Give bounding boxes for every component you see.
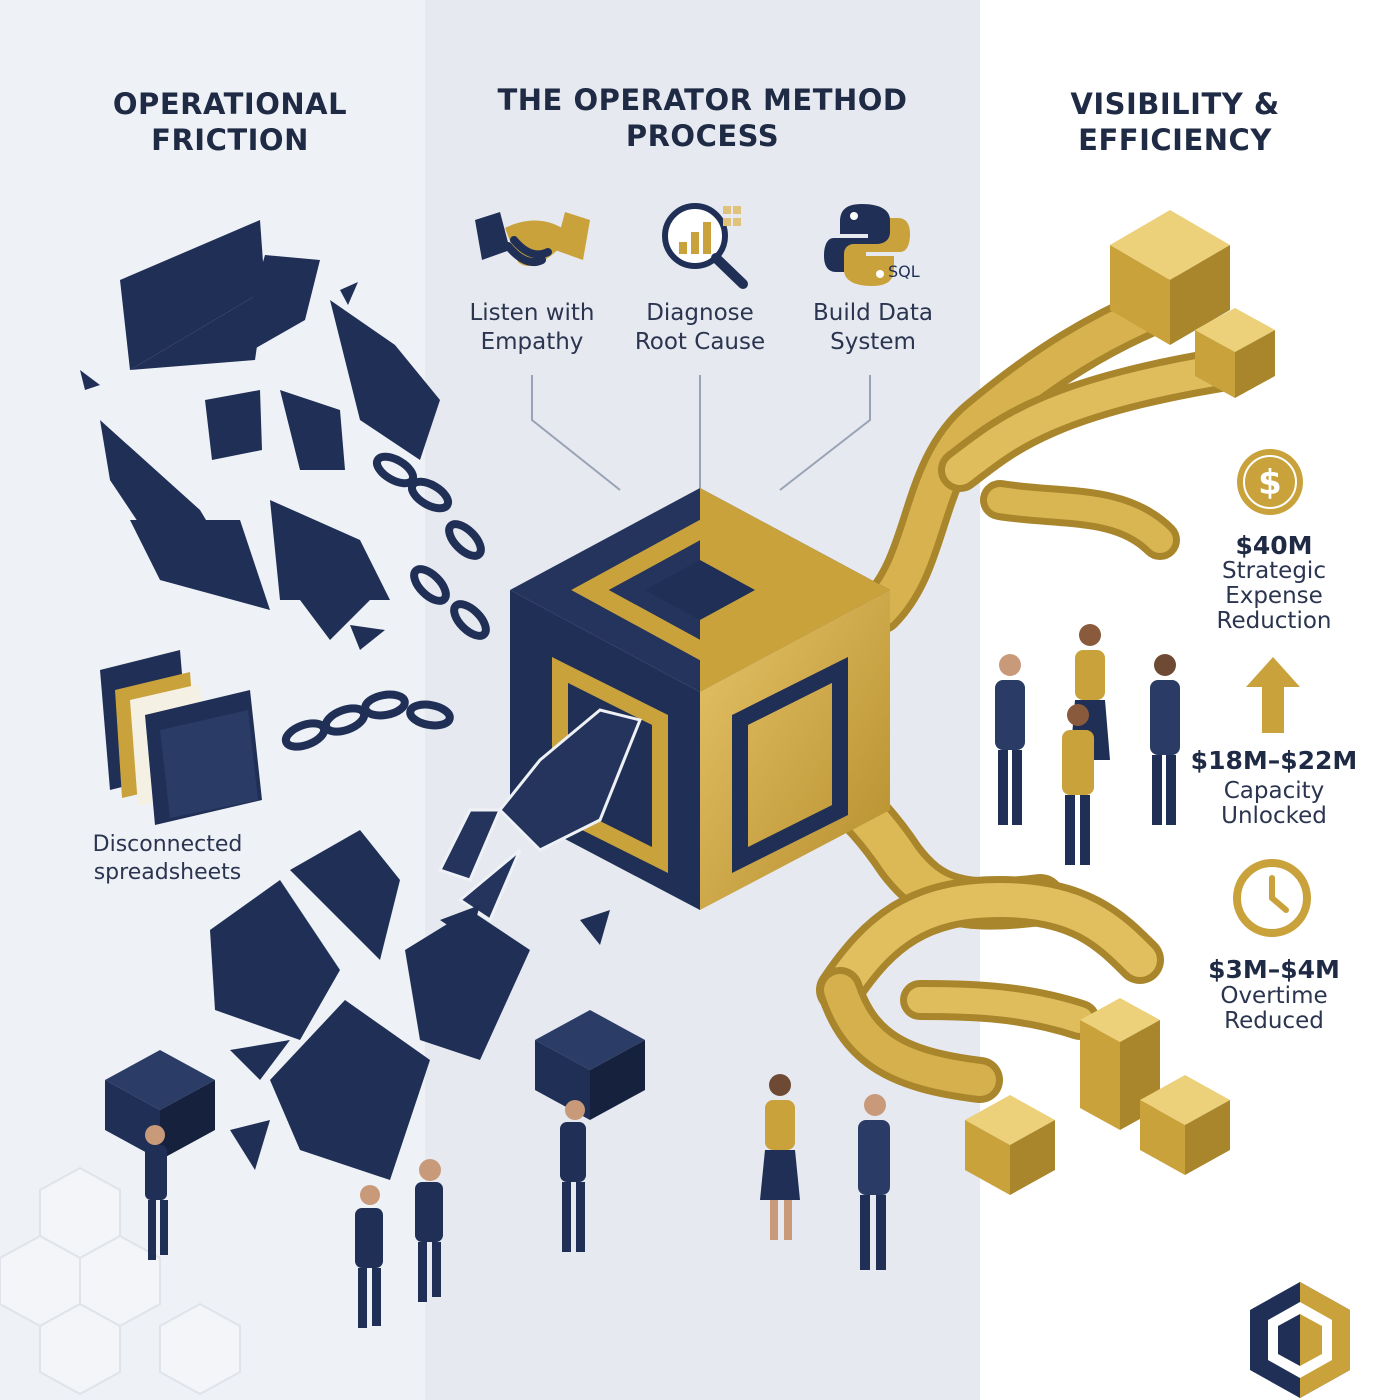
step-label-diagnose: Diagnose Root Cause [634,300,766,355]
step-label-listen: Listen with Empathy [469,300,595,355]
gold-cube [965,1095,1055,1195]
magnifier-chart-icon [662,203,748,289]
people-struggling [145,1100,586,1328]
svg-text:$: $ [1258,463,1282,503]
broken-stream [437,708,643,923]
process-heading: THE OPERATOR METHOD PROCESS [497,83,908,153]
carried-cubes [105,1010,645,1160]
folders-illustration [100,650,262,825]
hex-pattern [0,1166,241,1396]
arrow-up-icon [1246,657,1300,733]
metric-value-capacity: $18M–$22M [1190,746,1358,775]
dollar-coin-icon: $ [1237,449,1303,515]
brand-logo [1250,1282,1350,1398]
broken-chains [281,452,490,751]
gold-cubes [965,210,1275,1195]
disconnected-spreadsheets-label: Disconnected spreadsheets [92,832,243,885]
metric-label-overtime: Overtime Reduced [1220,983,1328,1034]
metric-label-expense: Strategic Expense Reduction [1216,558,1332,634]
process-connectors [531,375,871,491]
metric-label-capacity: Capacity Unlocked [1221,778,1327,829]
metric-value-expense: $40M [1235,531,1313,560]
friction-heading: OPERATIONAL FRICTION [112,87,348,157]
step-label-build: Build Data System [813,300,933,355]
gold-pipes [734,276,1242,1103]
gold-cube [1140,1075,1230,1175]
clock-icon [1233,859,1311,937]
metric-value-overtime: $3M–$4M [1208,955,1340,984]
results-heading: VISIBILITY & EFFICIENCY [1070,87,1280,157]
gold-cube [1110,210,1230,345]
navy-shards [80,220,440,650]
navy-shards-lower [210,830,610,1180]
gold-cube [1195,308,1275,398]
handshake-icon [475,212,590,267]
python-sql-icon [824,204,910,286]
central-cube [510,488,890,910]
people-collaborating [760,624,1180,1270]
sql-label: SQL [888,262,920,281]
